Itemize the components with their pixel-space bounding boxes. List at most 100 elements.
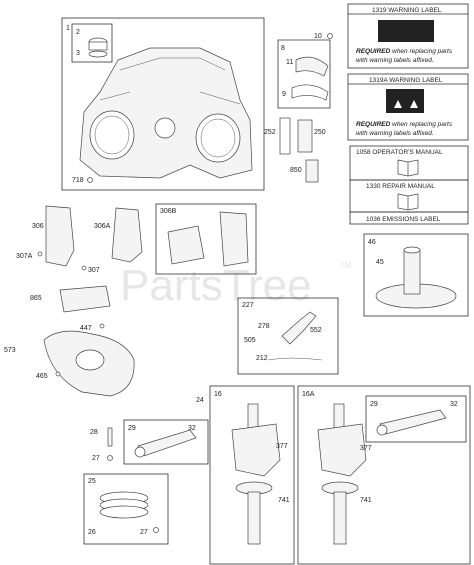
callout-306a[interactable]: 306A xyxy=(94,223,111,230)
callout-28[interactable]: 28 xyxy=(90,429,98,436)
baffle-306b-part xyxy=(167,225,205,265)
valve-group[interactable]: 252 250 850 xyxy=(264,117,326,183)
callout-505[interactable]: 505 xyxy=(244,337,256,344)
governor-spring-part xyxy=(267,357,323,361)
callout-250[interactable]: 250 xyxy=(314,129,326,136)
engine-block-group[interactable]: 1 2 3 718 xyxy=(61,17,265,191)
breather-group[interactable]: 8 10 11 9 xyxy=(277,33,333,109)
label-1036-title: 1036 EMISSIONS LABEL xyxy=(366,216,441,223)
baffle-306-part xyxy=(45,205,75,267)
breather-cover-part xyxy=(295,56,329,77)
callout-27a[interactable]: 27 xyxy=(92,455,100,462)
book-icon xyxy=(397,159,419,177)
callout-24[interactable]: 24 xyxy=(196,397,204,404)
dowel-pin-part xyxy=(87,177,93,183)
callout-741b[interactable]: 741 xyxy=(360,497,372,504)
callout-307a[interactable]: 307A xyxy=(16,253,33,260)
callout-865[interactable]: 865 xyxy=(30,295,42,302)
callout-27b[interactable]: 27 xyxy=(140,529,148,536)
callout-32a[interactable]: 32 xyxy=(188,425,196,432)
warning-1319-frame xyxy=(347,3,469,69)
pin-retainer-part xyxy=(107,455,113,461)
callout-3[interactable]: 3 xyxy=(76,50,80,57)
callout-16[interactable]: 16 xyxy=(214,391,222,398)
camshaft-group[interactable]: 46 45 xyxy=(363,233,469,317)
governor-frame xyxy=(237,297,339,375)
callout-741a[interactable]: 741 xyxy=(278,497,290,504)
callout-306[interactable]: 306 xyxy=(32,223,44,230)
cover-573-group[interactable]: 573 465 xyxy=(4,330,135,397)
crank-web-part xyxy=(231,423,281,477)
warning-label-1319[interactable]: 1319 WARNING LABEL REQUIRED when replaci… xyxy=(347,3,469,69)
callout-447[interactable]: 447 xyxy=(80,325,92,332)
manuals-group[interactable]: 1058 OPERATOR'S MANUAL 1330 REPAIR MANUA… xyxy=(349,145,469,225)
warning-1319a-frame xyxy=(347,73,469,141)
callout-573[interactable]: 573 xyxy=(4,347,16,354)
callout-10[interactable]: 10 xyxy=(314,33,322,40)
screw-part xyxy=(81,265,87,271)
callout-46[interactable]: 46 xyxy=(368,239,376,246)
baffle-group[interactable]: 306 306A 307A 307 306B xyxy=(16,203,257,275)
gasket-part xyxy=(291,84,329,101)
callout-306b[interactable]: 306B xyxy=(160,208,177,215)
warning-label-1319a[interactable]: 1319A WARNING LABEL REQUIRED when replac… xyxy=(347,73,469,141)
manual-1058-title: 1058 OPERATOR'S MANUAL xyxy=(356,149,443,156)
baffle-306b-frame xyxy=(155,203,257,275)
watermark-tm: TM xyxy=(340,261,352,270)
callout-227[interactable]: 227 xyxy=(242,302,254,309)
pin-retainer-part xyxy=(153,527,159,533)
crank-bore xyxy=(154,117,176,139)
conrod-right-big-end xyxy=(376,424,388,436)
callout-1[interactable]: 1 xyxy=(66,25,70,32)
warning-1319-title: 1319 WARNING LABEL xyxy=(372,7,442,14)
baffle-306a-part xyxy=(111,207,143,263)
kit-2-frame xyxy=(71,23,113,63)
piston-frame xyxy=(83,473,169,545)
cylinder-bore-right-inner xyxy=(200,118,236,158)
piston-group[interactable]: 25 26 27 xyxy=(83,473,169,545)
callout-29a[interactable]: 29 xyxy=(128,425,136,432)
screw-part xyxy=(99,323,105,329)
oil-filter-part xyxy=(305,159,319,183)
crankshaft-16a-group[interactable]: 16A 377 741 29 32 xyxy=(297,385,471,565)
callout-25[interactable]: 25 xyxy=(88,478,96,485)
book-icon xyxy=(397,193,419,211)
callout-377b[interactable]: 377 xyxy=(360,445,372,452)
seal-part xyxy=(88,50,108,58)
label-1036-frame xyxy=(349,211,469,225)
callout-11[interactable]: 11 xyxy=(286,59,293,66)
callout-850[interactable]: 850 xyxy=(290,167,302,174)
callout-9[interactable]: 9 xyxy=(282,91,286,98)
warning-triangle-icon xyxy=(394,100,418,108)
valve-cover-gasket xyxy=(279,117,291,155)
camshaft-frame xyxy=(363,233,469,317)
bracket-group[interactable]: 865 447 xyxy=(30,285,111,332)
bushing-body xyxy=(88,41,108,51)
callout-212[interactable]: 212 xyxy=(256,355,268,362)
callout-252[interactable]: 252 xyxy=(264,129,276,136)
crank-web-part xyxy=(317,423,367,477)
callout-2[interactable]: 2 xyxy=(76,29,80,36)
callout-8[interactable]: 8 xyxy=(281,45,285,52)
screw-part xyxy=(55,371,61,377)
callout-377a[interactable]: 377 xyxy=(276,443,288,450)
callout-26[interactable]: 26 xyxy=(88,529,96,536)
screw-part xyxy=(327,33,333,39)
camshaft-part xyxy=(403,249,421,295)
callout-45[interactable]: 45 xyxy=(376,259,384,266)
cover-573-hole xyxy=(75,349,105,371)
callout-278[interactable]: 278 xyxy=(258,323,270,330)
governor-group[interactable]: 227 278 505 552 212 xyxy=(237,297,339,375)
callout-552[interactable]: 552 xyxy=(310,327,322,334)
callout-29b[interactable]: 29 xyxy=(370,401,378,408)
callout-718[interactable]: 718 xyxy=(72,177,84,184)
callout-465[interactable]: 465 xyxy=(36,373,48,380)
warning-1319a-title: 1319A WARNING LABEL xyxy=(369,77,443,84)
callout-32b[interactable]: 32 xyxy=(450,401,458,408)
connecting-rod-group-left[interactable]: 29 32 28 27 xyxy=(90,419,209,465)
conrod-right-part xyxy=(379,409,447,435)
crankshaft-16-group[interactable]: 24 16 377 741 xyxy=(196,385,295,565)
callout-307[interactable]: 307 xyxy=(88,267,100,274)
conrod-right-frame xyxy=(365,395,467,443)
callout-16a[interactable]: 16A xyxy=(302,391,315,398)
